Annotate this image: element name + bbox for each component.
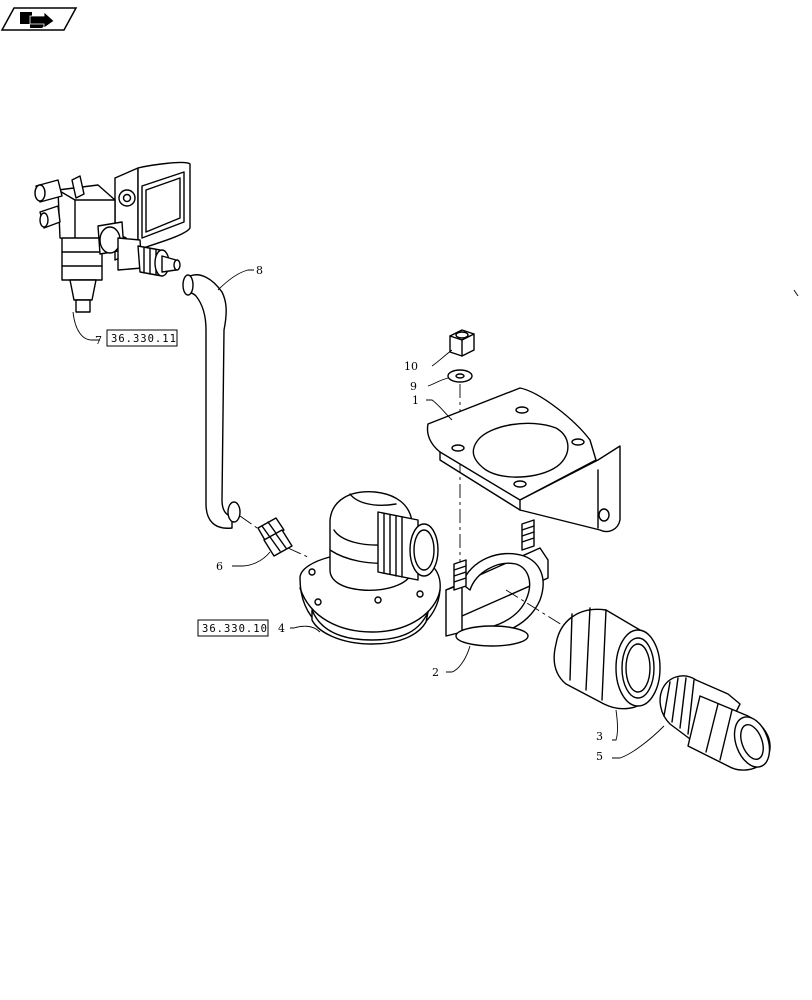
- part-label-2: 2: [432, 666, 439, 679]
- part-label-3: 3: [596, 730, 603, 743]
- next-page-arrow-icon[interactable]: [0, 7, 78, 31]
- bracket: [426, 387, 621, 533]
- elbow-housing: [290, 491, 441, 645]
- reference-label-36-330-10[interactable]: 36.330.10: [202, 623, 268, 635]
- reference-box-36-330-10[interactable]: 36.330.10: [197, 619, 269, 637]
- valve-assembly: [34, 161, 191, 341]
- reference-box-36-330-11[interactable]: 36.330.11: [106, 329, 178, 347]
- part-label-8: 8: [256, 264, 263, 277]
- fitting: [232, 517, 293, 567]
- reference-label-36-330-11[interactable]: 36.330.11: [111, 333, 177, 345]
- nut: [431, 329, 475, 367]
- part-label-4: 4: [278, 622, 285, 635]
- corner-mark: [793, 289, 799, 297]
- part-label-9: 9: [410, 380, 417, 393]
- part-label-5: 5: [596, 750, 603, 763]
- washer: [427, 369, 473, 387]
- part-label-6: 6: [216, 560, 223, 573]
- hose: [182, 269, 254, 529]
- hose-barb-adapter: [612, 675, 771, 771]
- part-label-10: 10: [404, 360, 418, 373]
- coupling-nut: [553, 607, 661, 741]
- clamp: [445, 519, 549, 673]
- part-label-1: 1: [412, 394, 419, 407]
- part-label-7: 7: [95, 334, 102, 347]
